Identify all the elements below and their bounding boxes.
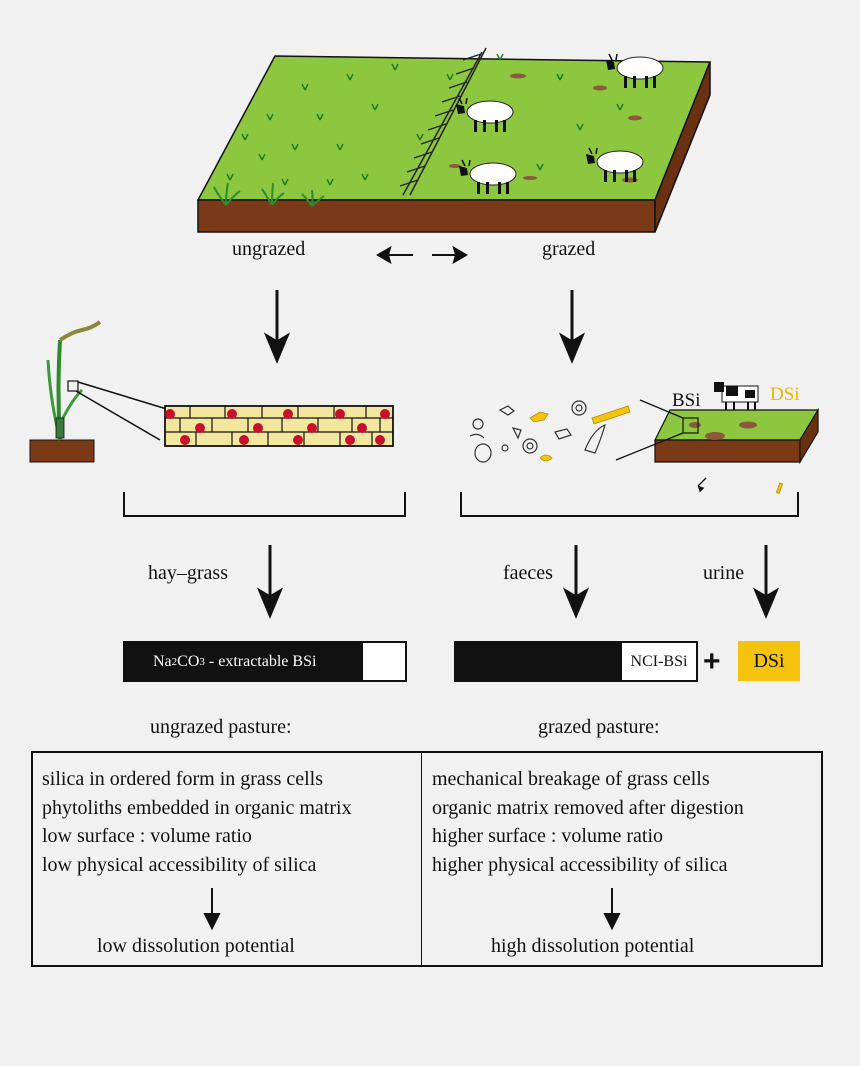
- list-item: higher physical accessibility of silica: [432, 853, 728, 876]
- na2co3-bar-remainder: [363, 643, 405, 680]
- label-dsi-tag: DSi: [770, 384, 800, 405]
- list-item: phytoliths embedded in organic matrix: [42, 796, 352, 819]
- label-hay-grass: hay–grass: [148, 562, 228, 584]
- list-item: higher surface : volume ratio: [432, 825, 664, 847]
- list-item: mechanical breakage of grass cells: [432, 768, 710, 790]
- label-bsi: BSi: [672, 390, 701, 411]
- high-dissolution-result: high dissolution potential: [491, 935, 695, 957]
- nci-bsi-label: NCI-BSi: [622, 643, 696, 680]
- table-divider: [421, 753, 422, 965]
- ungrazed-properties: silica in ordered form in grass cells ph…: [42, 765, 352, 879]
- label-grazed: grazed: [542, 238, 596, 260]
- phytolith-fragments: [469, 400, 606, 463]
- dsi-box: DSi: [738, 641, 800, 681]
- grazed-soil-block: [654, 407, 820, 465]
- double-arrow-icon: [376, 245, 468, 265]
- plus-sign: +: [703, 645, 721, 678]
- label-grazed-pasture: grazed pasture:: [538, 716, 660, 738]
- cow-illustration: [714, 382, 759, 410]
- label-urine: urine: [703, 562, 745, 584]
- label-ungrazed-pasture: ungrazed pasture:: [150, 716, 292, 738]
- nci-bsi-bar: NCI-BSi: [454, 641, 698, 682]
- yellow-phytolith-fragments: [529, 405, 784, 494]
- list-item: organic matrix removed after digestion: [432, 796, 744, 819]
- bracket-left: [123, 492, 406, 517]
- grazed-properties: mechanical breakage of grass cells organ…: [432, 765, 744, 879]
- list-item: low physical accessibility of silica: [42, 853, 317, 876]
- grass-cells-band: [164, 405, 394, 447]
- comparison-table: silica in ordered form in grass cells ph…: [31, 751, 823, 967]
- label-ungrazed: ungrazed: [232, 238, 306, 260]
- list-item: low surface : volume ratio: [42, 825, 252, 847]
- label-faeces: faeces: [503, 562, 553, 584]
- bracket-right: [460, 492, 799, 517]
- list-item: silica in ordered form in grass cells: [42, 768, 324, 790]
- pasture-field-illustration: [196, 47, 712, 233]
- grass-plant-illustration: [29, 320, 102, 463]
- low-dissolution-result: low dissolution potential: [97, 935, 295, 957]
